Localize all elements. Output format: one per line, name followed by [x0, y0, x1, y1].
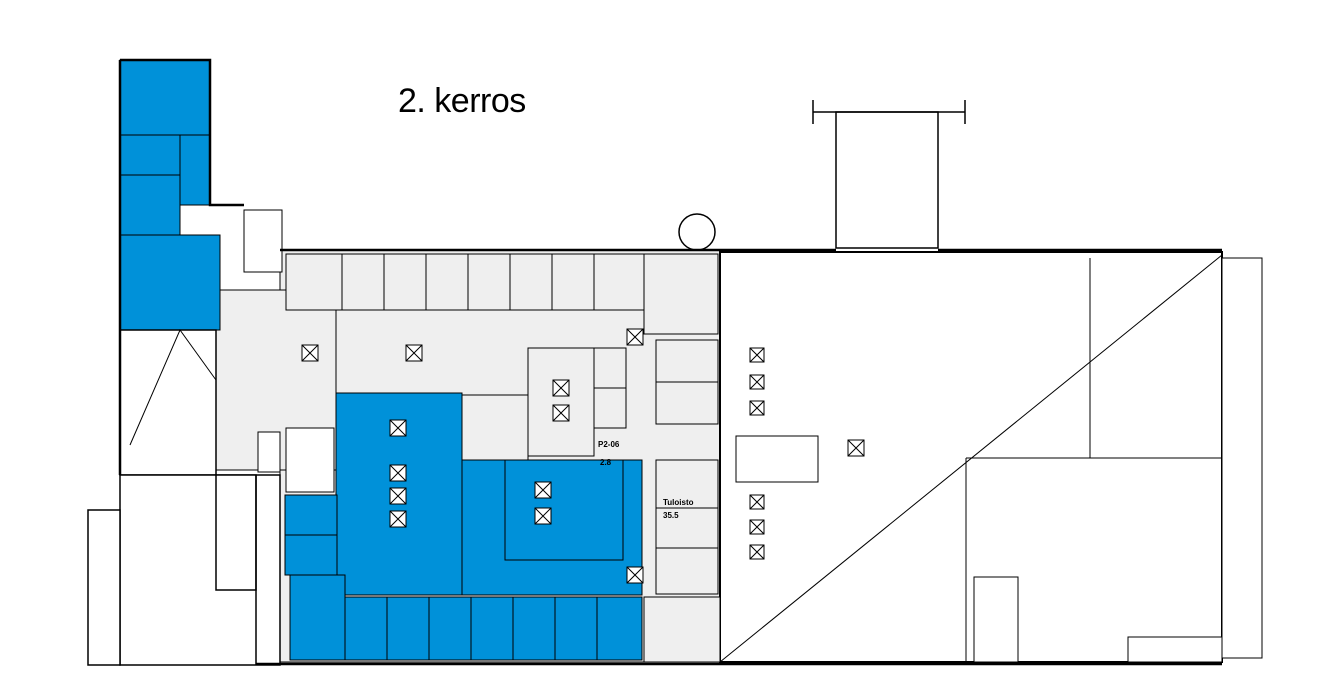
room-area-p206: 2.8	[600, 458, 612, 467]
stairs	[243, 209, 819, 493]
spiral-stair	[678, 213, 716, 251]
lobby-label: Tuloisto	[663, 498, 694, 507]
floor-title: 2. kerros	[398, 82, 526, 120]
lobby-area: 35.5	[663, 511, 679, 520]
outer-walls	[118, 58, 1222, 666]
room-label-p206: P2-06	[598, 440, 620, 449]
tower-structure	[812, 100, 966, 249]
office-rooms	[285, 253, 721, 663]
lower-left-zone	[87, 328, 281, 666]
shafts	[301, 328, 865, 584]
highlight-areas	[119, 59, 643, 661]
